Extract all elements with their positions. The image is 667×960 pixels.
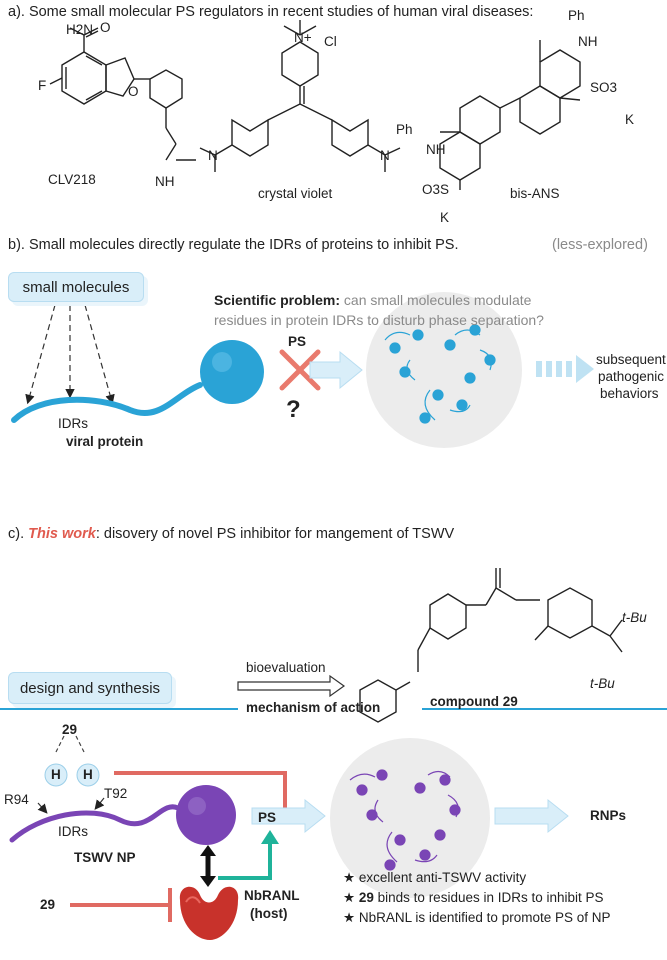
dashed-arrows	[25, 304, 115, 405]
crystal-violet-n-plus: N+	[294, 30, 312, 45]
idrs-label-c: IDRs	[58, 824, 88, 839]
nbranl-host-protein	[179, 886, 239, 940]
viral-protein-domain	[200, 340, 264, 404]
ps-label-b: PS	[288, 334, 307, 349]
crystal-violet-cl: Cl	[324, 34, 337, 49]
bis-ans-name: bis-ANS	[510, 186, 560, 201]
h-bond-lines	[55, 735, 85, 753]
crystal-violet-n-right: N	[380, 148, 390, 163]
design-synthesis-box: design and synthesis	[8, 672, 172, 704]
tswv-np-idrs	[9, 804, 181, 843]
viral-protein-label: viral protein	[66, 434, 144, 449]
section-b-note: (less-explored)	[552, 237, 648, 253]
clv218-ring-o: O	[128, 84, 139, 99]
section-c-prefix: c).	[8, 526, 25, 542]
idrs-label-b: IDRs	[58, 416, 88, 431]
bullet-3: ★ NbRANL is identified to promote PS of …	[343, 910, 611, 925]
subsequent-line2: pathogenic	[598, 369, 665, 384]
bis-ans-nh: NH	[578, 34, 598, 49]
design-synthesis-label: design and synthesis	[19, 679, 161, 697]
bis-ans-so3: SO3	[590, 80, 618, 95]
bullet-1: ★ excellent anti-TSWV activity	[343, 870, 527, 885]
clv218-name: CLV218	[48, 172, 96, 187]
rnps-label: RNPs	[590, 808, 627, 823]
bis-ans-ph-top: Ph	[568, 8, 585, 23]
bioevaluation-label: bioevaluation	[246, 660, 326, 675]
rnps-arrow	[494, 798, 569, 834]
compound-29-structure	[359, 568, 623, 723]
h-bond-circle-right	[76, 763, 100, 787]
tbu-top: t-Bu	[622, 610, 647, 625]
section-a-title: a). Some small molecular PS regulators i…	[8, 4, 534, 20]
bis-ans-k-left: K	[440, 210, 450, 225]
bis-ans-structure	[439, 40, 581, 190]
clv218-f: F	[38, 78, 47, 93]
ps-arrow-b	[309, 350, 363, 390]
section-c-title: c). This work: disovery of novel PS inhi…	[8, 526, 454, 543]
bis-ans-o3s: O3S	[422, 182, 450, 197]
bis-ans-nh-left: NH	[426, 142, 446, 157]
nbranl-host-label: (host)	[250, 906, 288, 921]
bis-ans-ph-left: Ph	[396, 122, 413, 137]
crystal-violet-name: crystal violet	[258, 186, 333, 201]
tbu-bottom: t-Bu	[590, 676, 615, 691]
scientific-problem-text1: can small molecules modulate	[343, 292, 532, 308]
striped-arrow	[536, 355, 594, 383]
clv218-structure	[49, 27, 196, 161]
bullet-2: ★ 29 binds to residues in IDRs to inhibi…	[343, 890, 604, 905]
section-c-rest: : disovery of novel PS inhibitor for man…	[95, 526, 455, 542]
ps-arrow-c	[251, 798, 326, 834]
ps-blocked-x	[279, 349, 321, 391]
scientific-problem-line1: Scientific problem: can small molecules …	[214, 292, 531, 308]
interaction-double-arrow	[200, 845, 216, 887]
residue-r94: R94	[4, 792, 29, 807]
subsequent-line3: behaviors	[600, 386, 659, 401]
section-b-title: b). Small molecules directly regulate th…	[8, 237, 459, 253]
residue-arrows	[37, 797, 105, 814]
num-29-top: 29	[62, 722, 78, 737]
ps-label-c: PS	[258, 810, 277, 825]
nbranl-label: NbRANL	[244, 888, 300, 903]
viral-protein-idrs	[11, 382, 203, 423]
tswv-np-label: TSWV NP	[74, 850, 136, 865]
compound-29-label: compound 29	[430, 694, 518, 709]
h-label-left: H	[51, 767, 61, 782]
promote-arrow	[218, 840, 272, 880]
subsequent-line1: subsequent	[596, 352, 666, 367]
condensate-droplet-b	[366, 292, 522, 448]
residue-t92: T92	[104, 786, 128, 801]
clv218-h2n: H2N	[66, 22, 94, 37]
h-label-right: H	[83, 767, 93, 782]
crystal-violet-structure	[199, 20, 401, 172]
crystal-violet-n-left: N	[208, 148, 218, 163]
small-molecules-box: small molecules	[8, 272, 144, 302]
droplet-particles-c	[349, 769, 461, 871]
bioevaluation-arrow	[237, 674, 346, 698]
mechanism-label: mechanism of action	[246, 700, 381, 715]
small-molecules-label: small molecules	[22, 278, 130, 296]
num-29-bottom: 29	[40, 897, 56, 912]
question-mark: ?	[286, 396, 301, 423]
h-bond-circle-left	[44, 763, 68, 787]
droplet-particles-b	[384, 324, 496, 424]
clv218-o: O	[100, 20, 111, 35]
section-c-this-work: This work	[28, 526, 96, 542]
clv218-nh: NH	[155, 174, 175, 189]
bis-ans-k-right: K	[625, 112, 635, 127]
inhibition-line-top	[114, 771, 287, 808]
tswv-np-domain	[176, 785, 236, 845]
scientific-problem-text2: residues in protein IDRs to disturb phas…	[214, 312, 544, 328]
scientific-problem-bold: Scientific problem:	[214, 292, 341, 308]
